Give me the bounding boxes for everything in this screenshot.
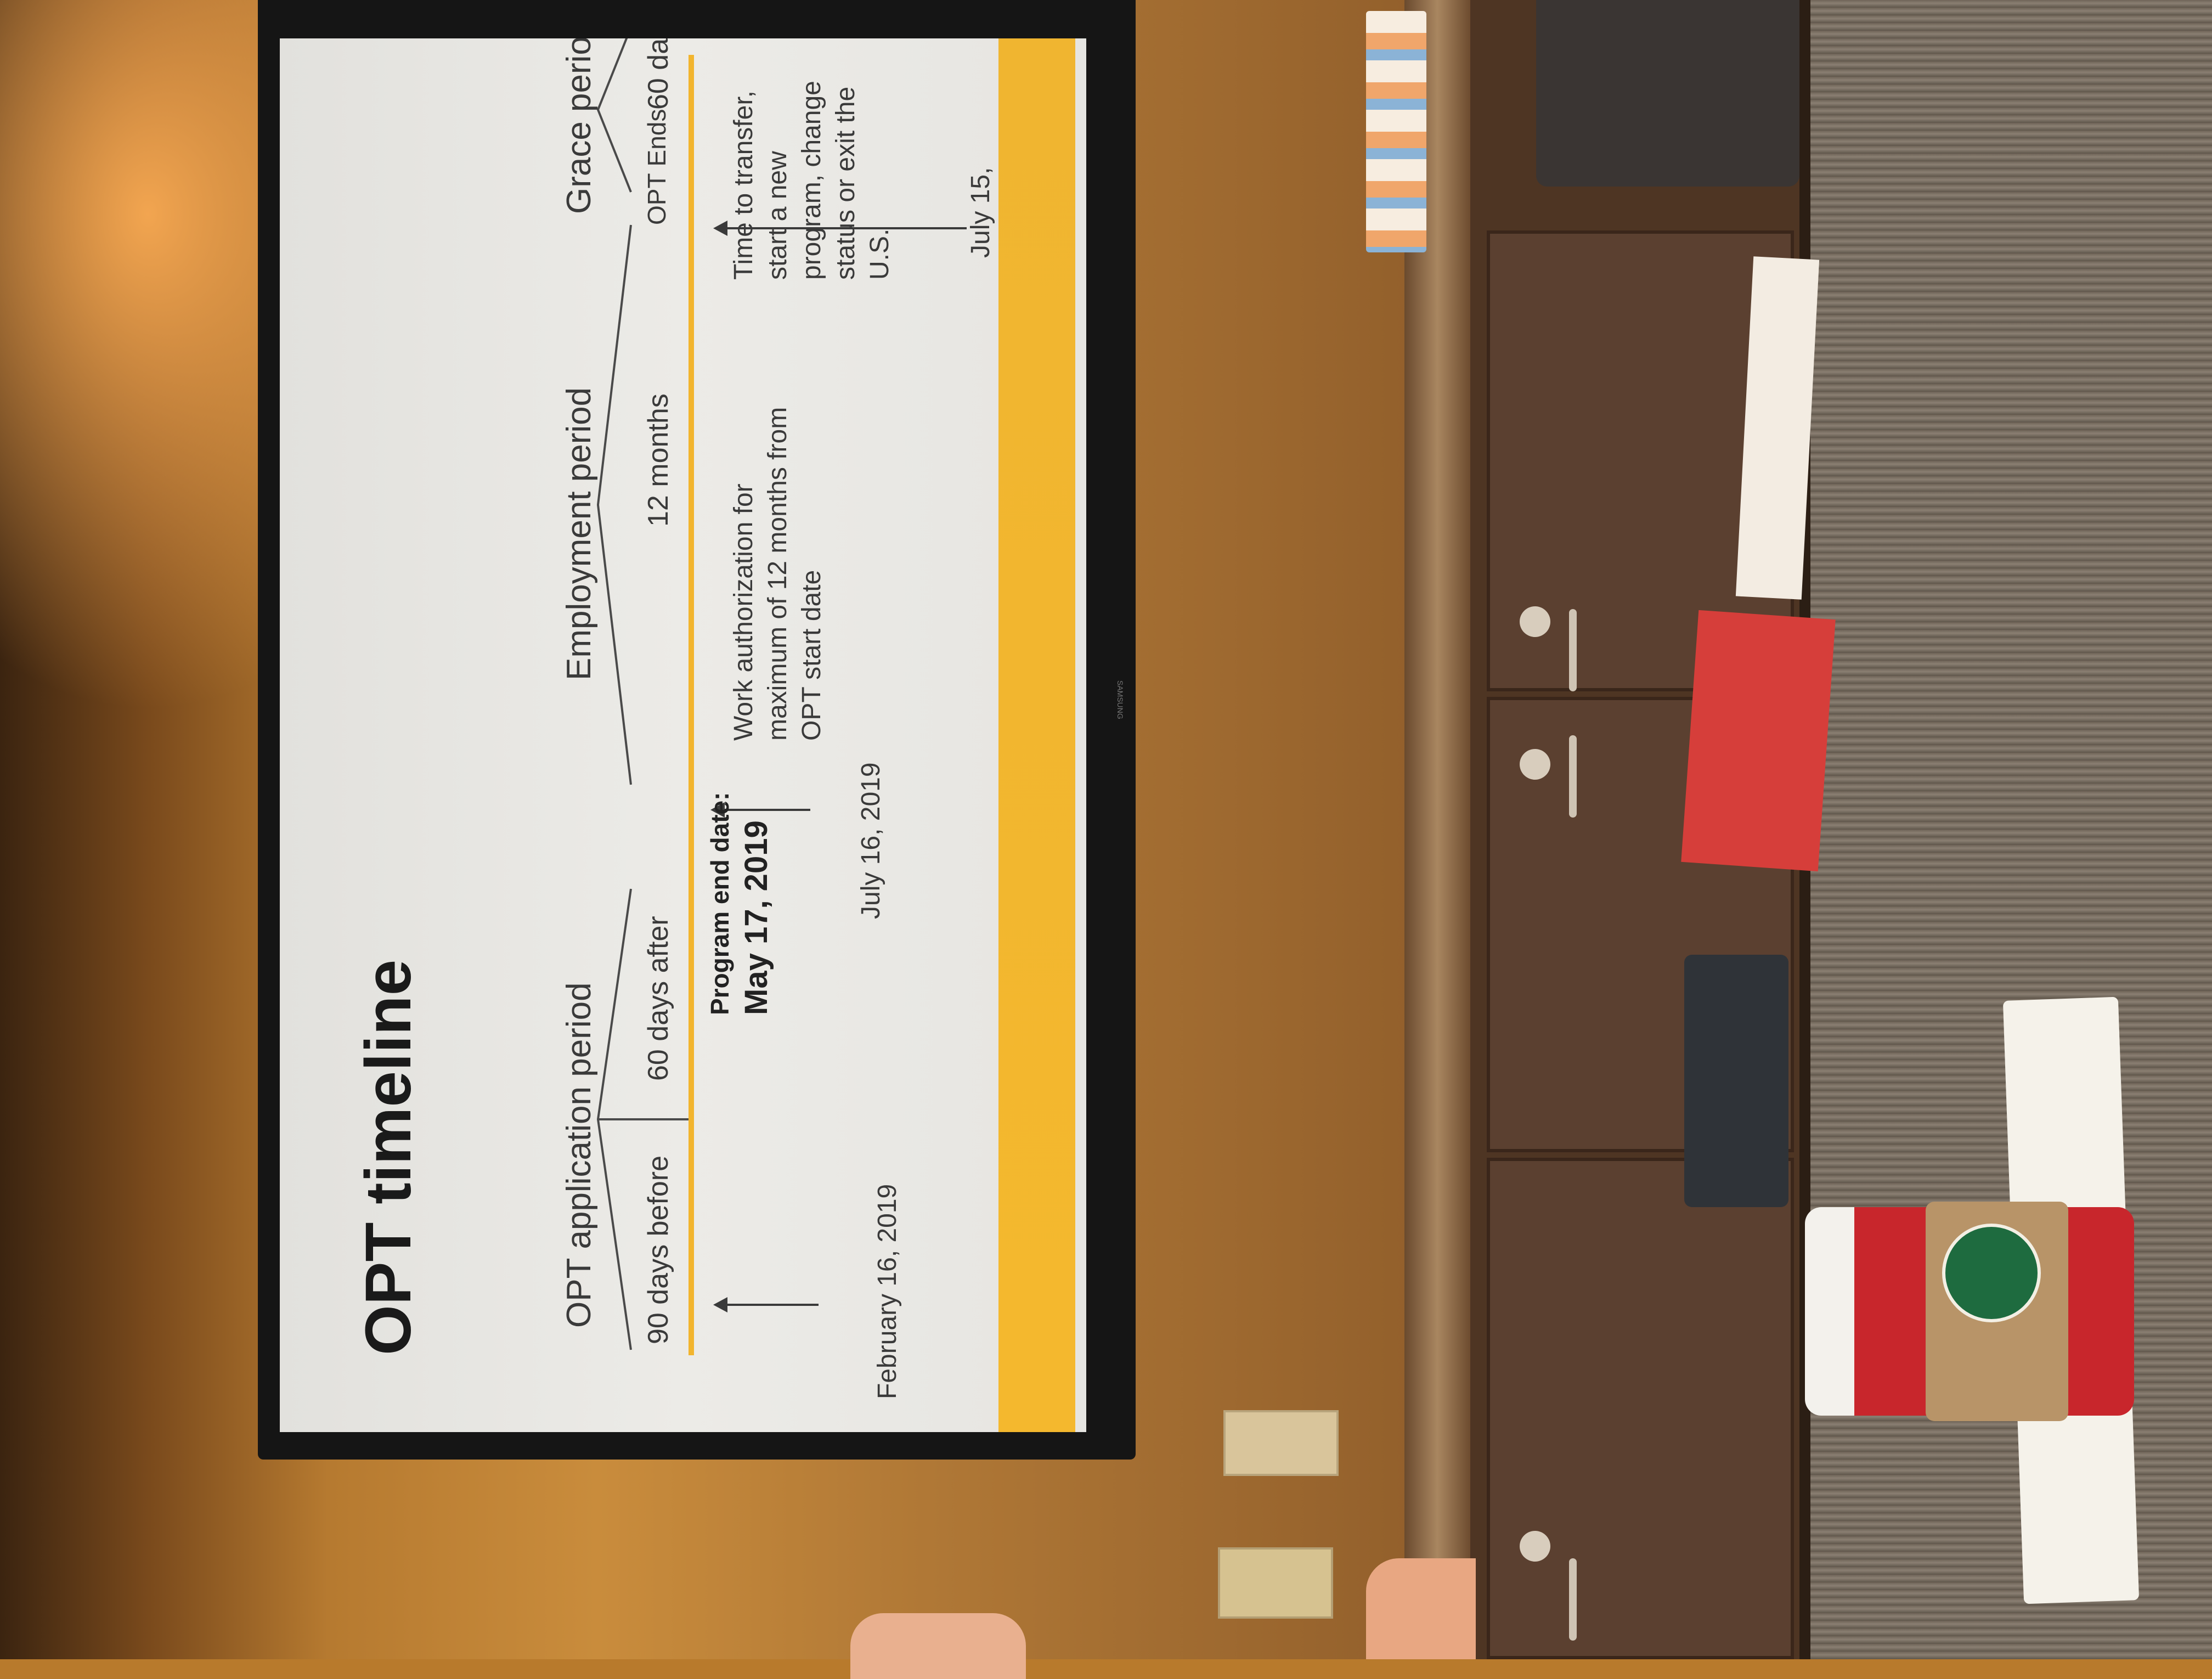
date-deadline: July 16, 2019 [856,762,885,919]
counter-edge [1404,0,1470,1659]
timeline-axis [689,55,694,1355]
arrow-deadline-line [723,809,810,811]
note-grace: Time to transfer, start a new program, c… [729,81,894,280]
note-employment: Work authorization for maximum of 12 mon… [729,407,826,741]
cabinet-knob [1520,606,1550,637]
tissue-box [1366,11,1426,252]
program-end-label: Program end date: [706,792,734,1015]
tablet-device [1684,955,1788,1207]
red-pamphlet [1681,610,1836,872]
sub-90-days-before: 90 days before [642,1155,674,1344]
period-employment-label: Employment period [560,387,598,680]
sub-opt-ends: OPT Ends [642,109,671,225]
program-end-date: May 17, 2019 [738,820,774,1015]
period-application-label: OPT application period [560,982,598,1328]
sub-60-days-grace: 60 days [642,38,674,110]
date-opt-end-line1: July 15, [966,167,995,258]
slide-accent-bar [998,38,1075,1432]
person-head [850,1613,1026,1679]
date-start: February 16, 2019 [873,1184,902,1399]
period-braces [596,38,689,1350]
brace-employment-period [596,224,632,785]
cabinet-handle [1569,735,1577,818]
hand [1366,1558,1476,1659]
brace-grace-period [596,38,632,193]
cabinet-handle [1569,1558,1577,1641]
wall-outlet [1223,1410,1339,1476]
tv-brand-label: SAMSUNG [1116,680,1125,719]
sub-60-days-after: 60 days after [642,916,674,1081]
cabinet-knob [1520,1531,1550,1562]
presentation-slide: OPT timeline OPT application period Empl… [280,38,1086,1432]
wall-plate [1218,1547,1333,1619]
starbucks-logo-icon [1942,1224,2041,1322]
cabinet-door-lower [1487,1158,1794,1659]
chair-back [1536,0,1799,187]
arrow-start-line [725,1304,819,1306]
cabinet-handle [1569,609,1577,691]
slide-title: OPT timeline [352,959,425,1355]
period-grace-label: Grace period [560,38,598,214]
sub-12-months: 12 months [642,393,674,527]
cabinet-knob [1520,749,1550,780]
